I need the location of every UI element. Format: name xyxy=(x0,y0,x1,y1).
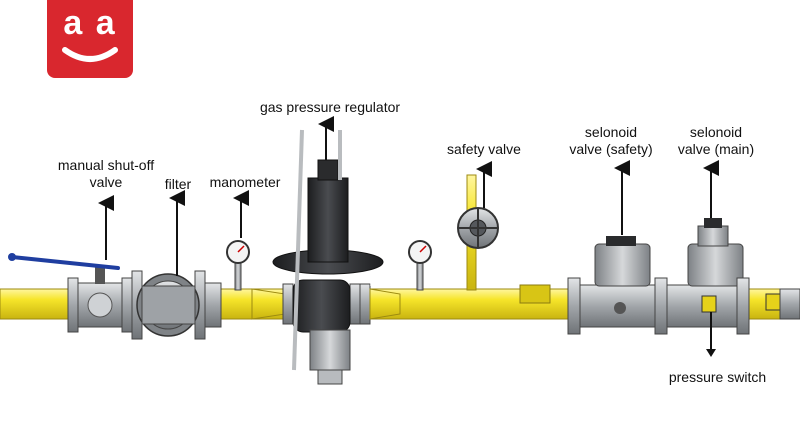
label-line: valve (safety) xyxy=(569,141,653,157)
manometer-gauge-2 xyxy=(408,240,432,291)
gas-pressure-regulator xyxy=(272,129,392,385)
brand-logo: a a xyxy=(47,0,133,78)
filter-unit xyxy=(131,270,222,340)
label-line: selonoid xyxy=(584,124,638,140)
label-gas-pressure-regulator: gas pressure regulator xyxy=(259,99,401,115)
valve-handle-icon xyxy=(10,255,120,270)
safety-valve xyxy=(457,174,551,304)
label-line: valve xyxy=(89,174,123,190)
label-safety-valve: safety valve xyxy=(447,141,521,157)
solenoid-valve-safety xyxy=(567,236,656,335)
label-solenoid-safety: selonoid valve (safety) xyxy=(556,124,666,158)
label-solenoid-main: selonoid valve (main) xyxy=(666,124,766,158)
logo-text: a a xyxy=(63,4,117,42)
solenoid-valve-main xyxy=(654,218,750,335)
label-line: manual shut-off xyxy=(57,157,155,173)
pressure-switch xyxy=(701,288,800,320)
manual-shutoff-valve xyxy=(8,253,133,333)
label-pressure-switch: pressure switch xyxy=(668,369,767,385)
smile-logo-icon xyxy=(62,47,118,62)
manometer-gauge-1 xyxy=(226,240,250,291)
label-manual-shutoff-valve: manual shut-off valve xyxy=(26,157,186,191)
label-manometer: manometer xyxy=(209,174,281,190)
label-line: selonoid xyxy=(689,124,743,140)
label-line: valve (main) xyxy=(677,141,755,157)
outlet-pipe xyxy=(359,283,510,325)
pointer-arrows xyxy=(98,116,719,357)
label-filter: filter xyxy=(164,176,192,192)
